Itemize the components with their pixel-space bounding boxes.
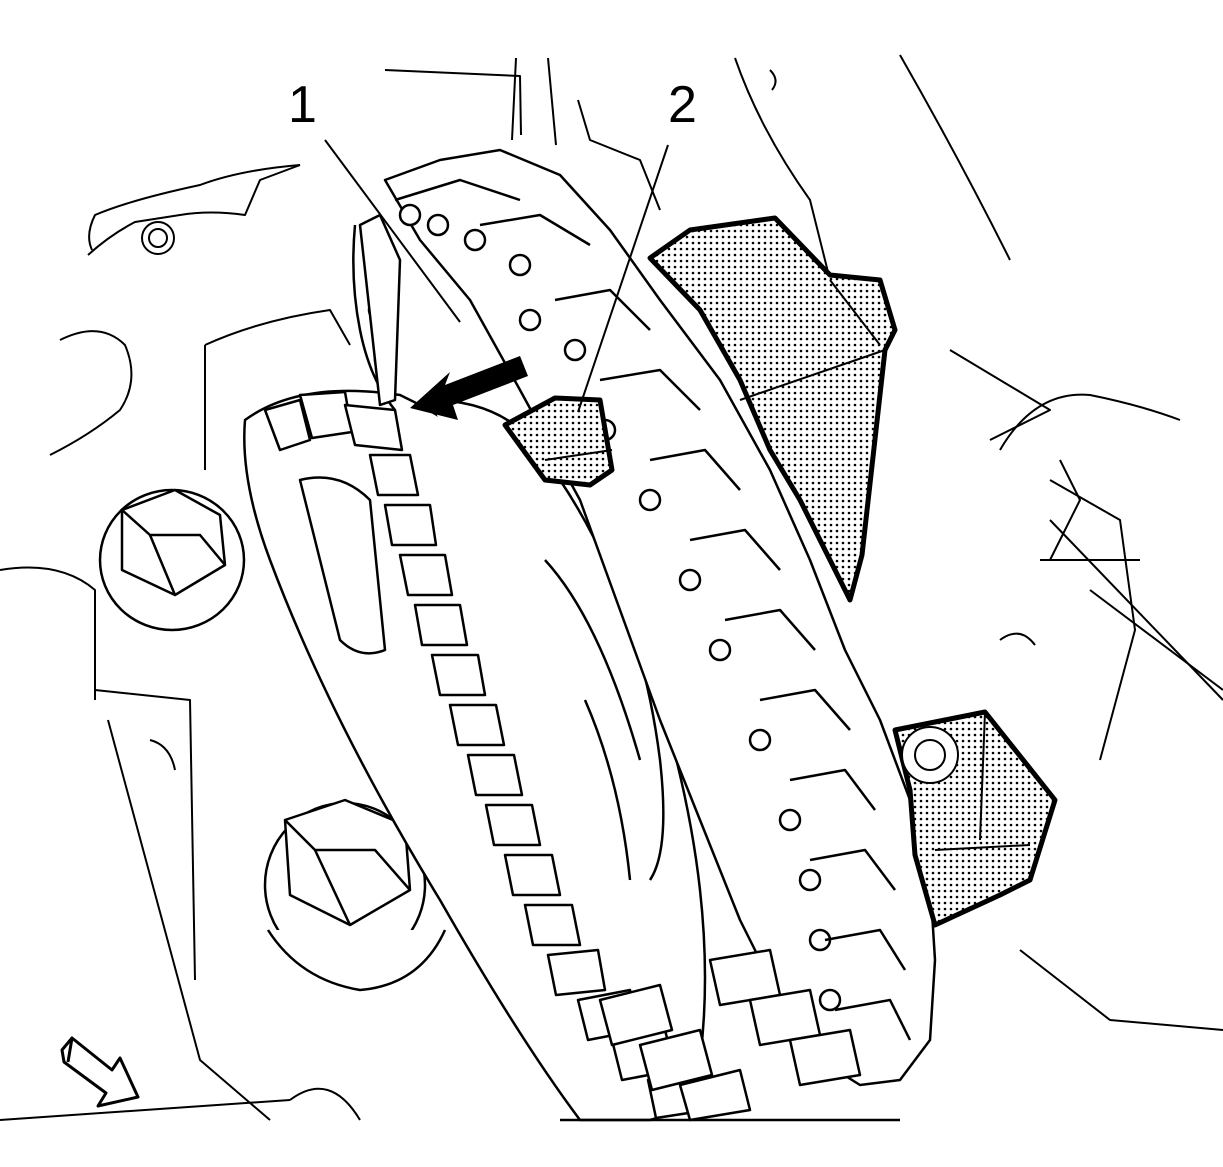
timing-chain <box>352 148 937 1087</box>
bolt-upper-left <box>98 488 246 632</box>
callout-2-label: 2 <box>668 76 697 134</box>
bolt-lower-left <box>263 798 447 992</box>
lower-chain-teeth <box>560 948 900 1122</box>
engine-block-background <box>0 54 1223 1121</box>
timing-pin-tool-shaded <box>502 395 615 488</box>
tensioner-shaded <box>892 709 1058 928</box>
mounting-hole <box>141 69 1036 646</box>
camshaft-sprocket <box>243 389 710 1122</box>
callout-leaders <box>324 139 669 413</box>
callout-1-leader <box>324 139 461 323</box>
chain-link-pins <box>367 203 842 1012</box>
chain-guide-shaded <box>647 215 898 603</box>
chain-link-plates <box>394 178 912 1041</box>
rotation-direction-arrow-icon <box>410 356 528 420</box>
view-direction-arrow-icon <box>60 1036 140 1108</box>
callout-1-label: 1 <box>288 76 317 134</box>
callout-2-leader <box>577 144 669 413</box>
